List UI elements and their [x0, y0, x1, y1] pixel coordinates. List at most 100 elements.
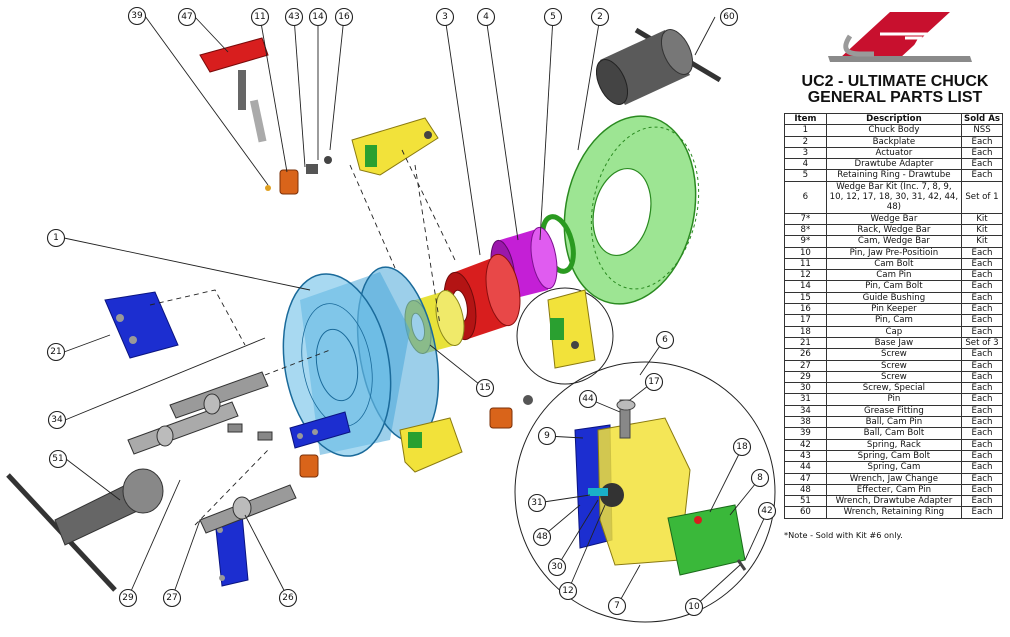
callout-7: 7	[607, 596, 627, 616]
base-jaw-mid	[289, 411, 351, 449]
svg-text:4: 4	[483, 12, 489, 22]
callout-2: 2	[590, 7, 610, 27]
cell-description: Wrench, Jaw Change	[825, 472, 962, 485]
cell-description: Pin, Cam	[825, 314, 962, 327]
callout-14: 14	[308, 7, 328, 27]
cell-sold-as: Each	[960, 158, 1004, 171]
cell-item: 21	[784, 336, 827, 350]
callout-47: 47	[177, 7, 197, 27]
cell-sold-as: Each	[960, 135, 1004, 148]
callout-39: 39	[127, 6, 147, 26]
cell-sold-as: Each	[960, 495, 1004, 508]
cell-sold-as: Each	[960, 303, 1004, 316]
svg-text:42: 42	[761, 506, 772, 516]
cell-sold-as: Each	[960, 416, 1004, 429]
cam-bolt-lower	[299, 395, 533, 478]
cell-sold-as: Set of 1	[960, 180, 1004, 214]
dashed-line-b	[349, 164, 396, 269]
dashed-line-c	[401, 149, 456, 261]
cell-description: Spring, Cam Bolt	[825, 449, 962, 463]
svg-text:3: 3	[442, 12, 448, 22]
cell-description: Grease Fitting	[825, 404, 962, 418]
svg-text:48: 48	[536, 532, 548, 542]
cell-item: 43	[784, 449, 827, 463]
cell-item: 14	[784, 280, 827, 293]
callout-29: 29	[118, 588, 138, 608]
cell-description: Chuck Body	[825, 124, 962, 137]
svg-text:51: 51	[52, 454, 63, 464]
cell-description: Pin Keeper	[825, 303, 962, 316]
dashed-line-a	[149, 289, 246, 346]
callout-3: 3	[435, 7, 455, 27]
cell-sold-as: Set of 3	[960, 336, 1004, 350]
cell-description: Wrench, Retaining Ring	[825, 506, 962, 519]
cell-item: 42	[784, 438, 827, 451]
cell-sold-as: Each	[960, 269, 1004, 282]
svg-text:12: 12	[562, 586, 573, 596]
callout-10: 10	[684, 597, 704, 617]
svg-text:29: 29	[122, 593, 134, 603]
ats-logo	[828, 12, 972, 62]
cell-item: 15	[784, 291, 827, 305]
exploded-assembly-diagram: 39 47 11 43 14 16 3 4 5 2 60 1 21 34 51 …	[6, 6, 777, 623]
cell-item: 1	[784, 124, 827, 137]
wedge-bar-detail-small	[547, 289, 596, 369]
cell-item: 44	[784, 461, 827, 474]
cell-description: Wrench, Drawtube Adapter	[825, 495, 962, 508]
svg-text:16: 16	[338, 12, 350, 22]
callout-48: 48	[532, 527, 552, 547]
cell-sold-as: Each	[960, 427, 1004, 440]
callout-17: 17	[644, 372, 664, 392]
cell-sold-as: Each	[960, 472, 1004, 485]
cell-sold-as: Each	[960, 438, 1004, 451]
callout-30: 30	[547, 557, 567, 577]
cell-sold-as: Each	[960, 483, 1004, 497]
svg-text:2: 2	[597, 12, 603, 22]
cell-item: 34	[784, 404, 827, 418]
cell-sold-as: Kit	[960, 223, 1004, 237]
callout-26: 26	[278, 588, 298, 608]
svg-text:27: 27	[166, 593, 177, 603]
table-header-row: Item Description Sold As	[784, 112, 1004, 126]
callout-51: 51	[48, 449, 68, 469]
cell-description: Pin, Jaw Pre-Positioin	[825, 246, 962, 259]
backplate	[563, 115, 700, 305]
svg-text:18: 18	[736, 442, 748, 452]
cell-description: Base Jaw	[825, 336, 962, 350]
retaining-ring-wrench	[595, 27, 722, 105]
cell-sold-as: Each	[960, 370, 1004, 384]
cell-description: Wedge Bar Kit (Inc. 7, 8, 9, 10, 12, 17,…	[825, 180, 962, 214]
svg-text:43: 43	[288, 12, 299, 22]
cell-description: Spring, Cam	[825, 461, 962, 474]
svg-text:11: 11	[254, 12, 265, 22]
cell-item: 38	[784, 416, 827, 429]
cell-sold-as: Each	[960, 404, 1004, 418]
callout-16: 16	[334, 7, 354, 27]
callout-6: 6	[655, 330, 675, 350]
callout-12: 12	[558, 581, 578, 601]
title-line-1: UC2 - ULTIMATE CHUCK	[801, 73, 989, 90]
callout-15: 15	[475, 378, 495, 398]
cell-item: 17	[784, 314, 827, 327]
cell-item: 6	[784, 180, 827, 214]
cam-bolt	[265, 156, 332, 195]
cell-item: 10	[784, 246, 827, 259]
callout-18: 18	[732, 437, 752, 457]
svg-text:21: 21	[50, 347, 61, 357]
cell-item: 18	[784, 325, 827, 338]
svg-text:39: 39	[131, 11, 143, 21]
cell-sold-as: Each	[960, 325, 1004, 338]
callout-43: 43	[284, 7, 304, 27]
callout-4: 4	[476, 7, 496, 27]
detail-circle	[514, 361, 776, 623]
